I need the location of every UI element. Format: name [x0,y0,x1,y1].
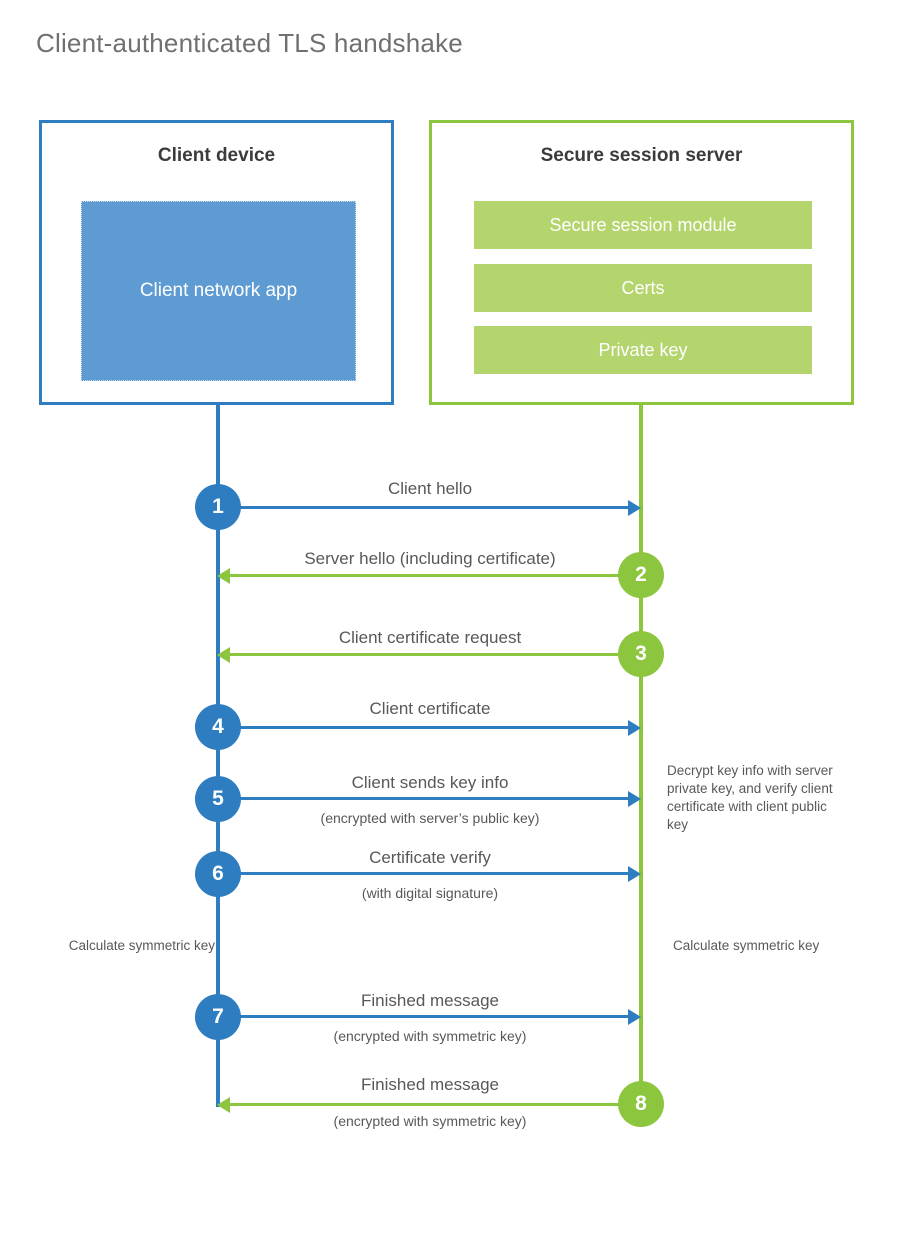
step-marker-8: 8 [618,1081,664,1127]
step-marker-5: 5 [195,776,241,822]
arrowhead-left-icon [217,647,230,663]
server-component-private-key: Private key [474,326,812,374]
message-label-1: Client hello [387,479,473,498]
arrowhead-right-icon [628,500,641,516]
page-title: Client-authenticated TLS handshake [36,28,463,58]
arrowhead-right-icon [628,791,641,807]
message-line-1 [218,506,630,509]
secure-session-server-box: Secure session server Secure session mod… [429,120,854,405]
arrowhead-left-icon [217,568,230,584]
client-lifeline [216,405,220,1107]
message-label-4: Client certificate [369,699,491,718]
server-lifeline [639,405,643,1107]
step-marker-7: 7 [195,994,241,1040]
note-decrypt-key-info: Decrypt key info with server private key… [667,763,833,832]
server-component-label: Secure session module [549,214,737,235]
note-calculate-symmetric-key-server: Calculate symmetric key [673,938,820,953]
message-sublabel-5: (encrypted with server’s public key) [320,810,540,826]
message-sublabel-7: (encrypted with symmetric key) [333,1028,527,1044]
message-line-5 [218,797,630,800]
message-label-5: Client sends key info [351,773,509,792]
message-label-2: Server hello (including certificate) [304,549,556,568]
client-device-title: Client device [157,145,276,166]
client-device-box: Client device Client network app [39,120,394,405]
message-label-3: Client certificate request [338,628,522,647]
message-line-4 [218,726,630,729]
step-marker-1: 1 [195,484,241,530]
note-calculate-symmetric-key-client: Calculate symmetric key [68,938,215,953]
step-marker-6: 6 [195,851,241,897]
arrowhead-left-icon [217,1097,230,1113]
step-marker-3: 3 [618,631,664,677]
message-label-6: Certificate verify [369,848,491,867]
message-line-3 [230,653,642,656]
server-component-secure-session-module: Secure session module [474,201,812,249]
message-line-2 [230,574,642,577]
message-line-7 [218,1015,630,1018]
server-component-label: Certs [621,277,665,298]
message-sublabel-6: (with digital signature) [361,885,499,901]
message-line-6 [218,872,630,875]
arrowhead-right-icon [628,866,641,882]
arrowhead-right-icon [628,1009,641,1025]
message-sublabel-8: (encrypted with symmetric key) [333,1113,527,1129]
message-label-7: Finished message [361,991,499,1010]
server-component-label: Private key [598,339,688,360]
step-marker-2: 2 [618,552,664,598]
message-label-8: Finished message [361,1075,499,1094]
arrowhead-right-icon [628,720,641,736]
client-network-app-label: Client network app [139,280,298,301]
server-component-certs: Certs [474,264,812,312]
secure-session-server-title: Secure session server [540,145,743,166]
message-line-8 [230,1103,642,1106]
client-network-app-block: Client network app [81,201,356,381]
step-marker-4: 4 [195,704,241,750]
